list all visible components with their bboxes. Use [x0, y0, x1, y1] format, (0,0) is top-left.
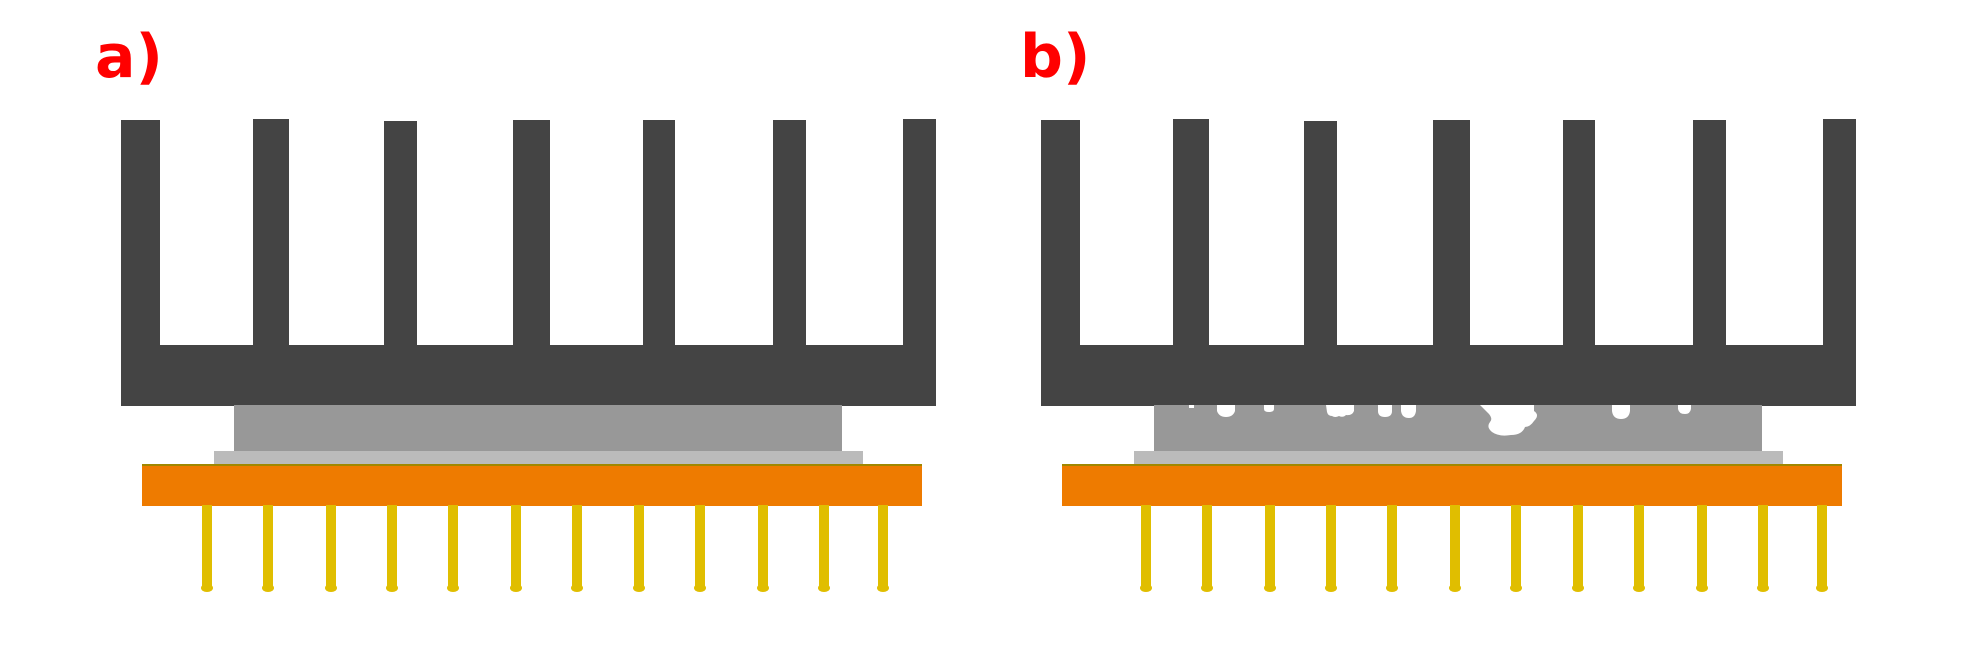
panel-a-pin-tip-11: [818, 584, 830, 592]
panel-a-pin-10: [758, 505, 768, 588]
panel-a-pin-3: [326, 505, 336, 588]
panel-b-die-layer: [1134, 451, 1783, 465]
panel-b-void-1: [1189, 405, 1194, 408]
panel-b-pin-tip-12: [1816, 584, 1828, 592]
panel-b-void-8: [1612, 405, 1630, 419]
panel-a-fin-4: [513, 120, 550, 350]
panel-b-pin-11: [1758, 505, 1768, 588]
panel-b-pin-5: [1387, 505, 1397, 588]
panel-b-fin-2: [1173, 119, 1209, 350]
panel-a-fin-1: [121, 120, 160, 350]
panel-a-pin-5: [448, 505, 458, 588]
panel-b-pin-tip-6: [1449, 584, 1461, 592]
panel-b-pin-6: [1450, 505, 1460, 588]
panel-b-void-4: [1326, 405, 1354, 417]
panel-a-pin-tip-4: [386, 584, 398, 592]
panel-b-void-3: [1264, 405, 1274, 412]
panel-b-pin-2: [1202, 505, 1212, 588]
panel-b-voids: [1189, 405, 1691, 436]
panel-b-pin-tip-10: [1696, 584, 1708, 592]
panel-a-pin-7: [572, 505, 582, 588]
panel-b: b): [1020, 22, 1856, 592]
panel-a-pin-tip-1: [201, 584, 213, 592]
panel-a-package: [142, 466, 922, 506]
panel-a-pin-11: [819, 505, 829, 588]
panel-b-void-5: [1378, 405, 1392, 417]
panel-b-void-2: [1217, 405, 1235, 417]
panel-a-die-layer: [214, 451, 863, 465]
panel-a-interface-layer: [234, 405, 842, 453]
panel-a-pin-9: [695, 505, 705, 588]
panel-a-pins: [201, 505, 889, 592]
panel-b-fin-5: [1563, 120, 1595, 350]
panel-b-pin-1: [1141, 505, 1151, 588]
panel-b-pin-tip-9: [1633, 584, 1645, 592]
panel-a-pin-tip-10: [757, 584, 769, 592]
panel-b-package: [1062, 466, 1842, 506]
panel-b-fin-4: [1433, 120, 1470, 350]
panel-b-pin-tip-7: [1510, 584, 1522, 592]
panel-a-fin-6: [773, 120, 806, 350]
panel-b-heatsink-base: [1041, 345, 1856, 406]
panel-b-pin-tip-5: [1386, 584, 1398, 592]
panel-b-pin-10: [1697, 505, 1707, 588]
panel-a-fin-7: [903, 119, 936, 350]
panel-a-pin-tip-2: [262, 584, 274, 592]
panel-b-interface-layer: [1154, 405, 1762, 453]
panel-a-pin-6: [511, 505, 521, 588]
panel-b-fin-6: [1693, 120, 1726, 350]
panel-b-heatsink: [1041, 119, 1856, 406]
panel-b-pin-tip-8: [1572, 584, 1584, 592]
panel-a-pin-4: [387, 505, 397, 588]
panel-a-pin-tip-3: [325, 584, 337, 592]
panel-b-fin-1: [1041, 120, 1080, 350]
panel-a-heatsink-base: [121, 345, 936, 406]
panel-b-pin-tip-3: [1264, 584, 1276, 592]
panel-a-package-edge: [142, 464, 922, 467]
panel-b-pin-12: [1817, 505, 1827, 588]
panel-a-fin-3: [384, 121, 417, 350]
panel-b-pin-9: [1634, 505, 1644, 588]
panel-b-pin-8: [1573, 505, 1583, 588]
panel-b-void-7: [1480, 405, 1537, 436]
panel-b-pin-4: [1326, 505, 1336, 588]
panel-a-pin-2: [263, 505, 273, 588]
panel-b-pins: [1140, 505, 1828, 592]
panel-a-pin-tip-9: [694, 584, 706, 592]
panel-a-pin-1: [202, 505, 212, 588]
panel-a-label: a): [95, 22, 163, 92]
panel-b-fin-3: [1304, 121, 1337, 350]
panel-a-pin-tip-7: [571, 584, 583, 592]
panel-b-pin-tip-11: [1757, 584, 1769, 592]
panel-a-fin-2: [253, 119, 289, 350]
panel-b-fin-7: [1823, 119, 1856, 350]
panel-b-label: b): [1020, 22, 1090, 92]
panel-a-pin-tip-5: [447, 584, 459, 592]
panel-a: a): [95, 22, 936, 592]
panel-b-pin-tip-4: [1325, 584, 1337, 592]
panel-b-void-6: [1401, 405, 1416, 418]
panel-b-void-9: [1678, 405, 1691, 414]
panel-b-pin-7: [1511, 505, 1521, 588]
panel-a-fin-5: [643, 120, 675, 350]
panel-a-pin-8: [634, 505, 644, 588]
panel-a-pin-12: [878, 505, 888, 588]
panel-b-pin-3: [1265, 505, 1275, 588]
panel-b-pin-tip-1: [1140, 584, 1152, 592]
panel-b-pin-tip-2: [1201, 584, 1213, 592]
panel-b-package-edge: [1062, 464, 1842, 467]
panel-a-pin-tip-6: [510, 584, 522, 592]
panel-a-pin-tip-12: [877, 584, 889, 592]
panel-a-pin-tip-8: [633, 584, 645, 592]
panel-a-heatsink: [121, 119, 936, 406]
